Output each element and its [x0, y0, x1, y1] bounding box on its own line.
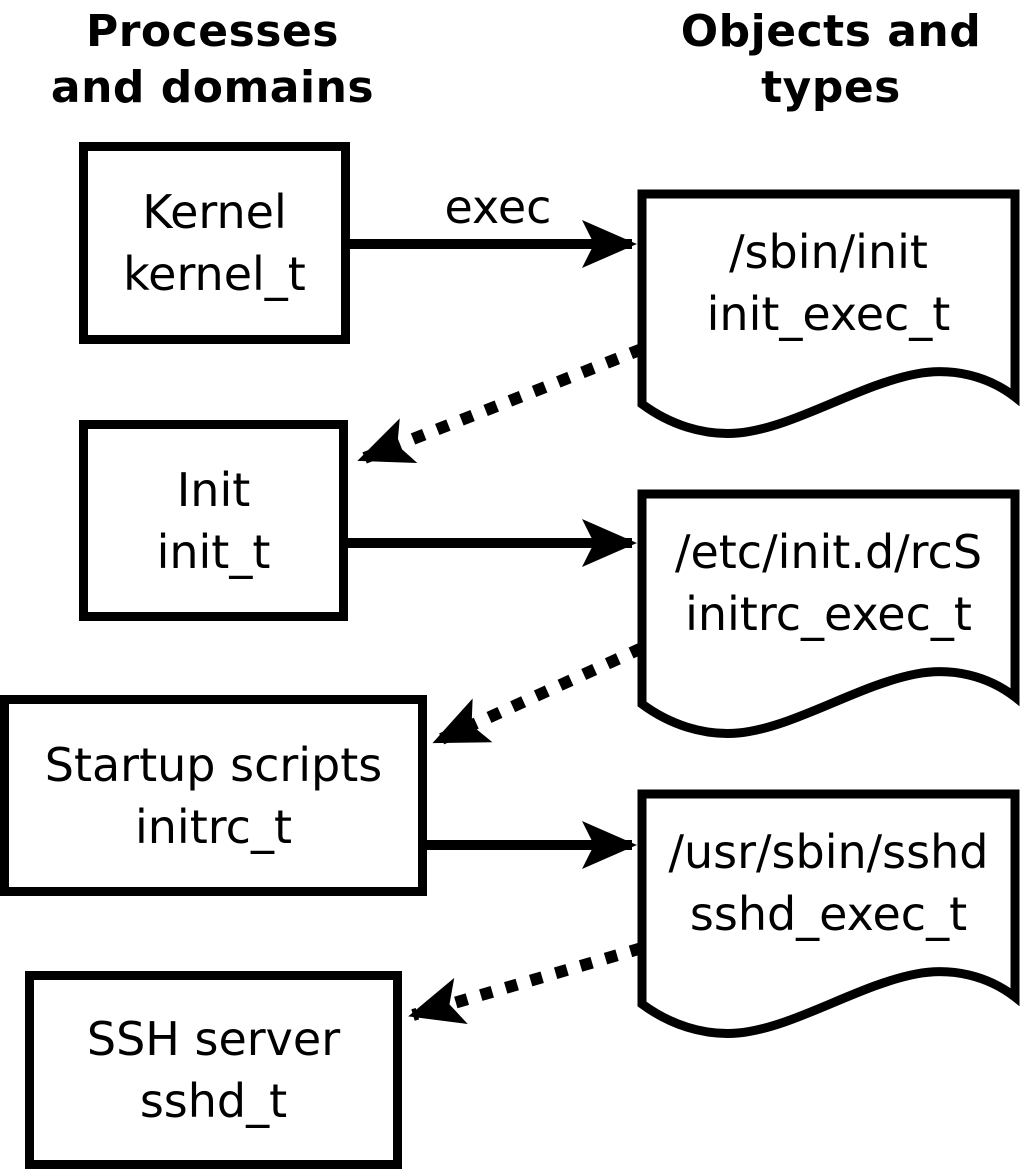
process-name: SSH server [86, 1012, 341, 1066]
right-column-title-line2: types [761, 62, 901, 113]
process-name: Startup scripts [44, 737, 383, 792]
domain-type: kernel_t [123, 247, 306, 301]
left-column-title-line1: Processes [85, 6, 339, 57]
left-column-title-line2: and domains [50, 62, 375, 113]
process-name: Init [176, 462, 251, 517]
process-box-ssh-server: SSH server sshd_t [25, 971, 402, 1169]
transition-arrow-to-init-t [357, 343, 645, 465]
process-box-init: Init init_t [79, 420, 348, 621]
domain-type: init_t [156, 524, 271, 579]
document-shape-etc-initd-rcs [637, 489, 1020, 738]
process-name: Kernel [142, 185, 287, 239]
left-column-title: Processes and domains [25, 4, 400, 116]
process-box-kernel: Kernel kernel_t [79, 142, 350, 344]
transition-arrow-to-initrc-t [432, 642, 645, 747]
right-column-title: Objects and types [638, 4, 1024, 116]
document-shape-sbin-init [637, 189, 1020, 438]
exec-arrow-label: exec [444, 180, 552, 234]
process-box-startup-scripts: Startup scripts initrc_t [0, 695, 427, 896]
right-column-title-line1: Objects and [680, 6, 982, 57]
transition-arrow-to-sshd-t [408, 942, 644, 1024]
domain-type: sshd_t [139, 1074, 288, 1128]
domain-type: initrc_t [135, 799, 292, 854]
document-shape-usr-sbin-sshd [637, 789, 1020, 1038]
